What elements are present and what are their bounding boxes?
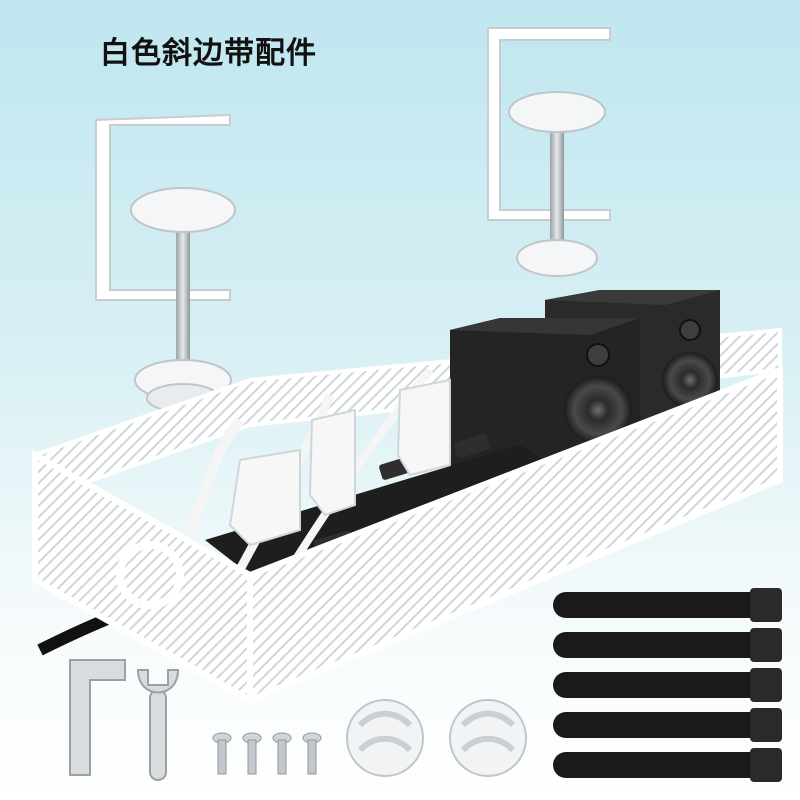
cable-clip-icon xyxy=(449,699,527,777)
clamp-knob-right xyxy=(508,91,606,133)
velcro-strap-icon xyxy=(553,628,782,662)
wrench-icon xyxy=(136,669,180,781)
cable-clip-icon xyxy=(346,699,424,777)
clamp-screw-right xyxy=(550,130,564,250)
tray-front-wall xyxy=(247,365,783,705)
tray-side-wall xyxy=(32,449,253,706)
clamp-knob-left xyxy=(130,187,236,233)
screw-icon xyxy=(212,732,232,775)
clamp-left xyxy=(95,113,236,413)
velcro-strap-icon xyxy=(553,748,782,782)
cable-hole xyxy=(116,541,184,609)
screw-icon xyxy=(242,732,262,775)
velcro-strap-icon xyxy=(553,588,782,622)
screws xyxy=(212,732,322,775)
screw-icon xyxy=(302,732,322,775)
screw-icon xyxy=(272,732,292,775)
velcro-strap-icon xyxy=(553,708,782,742)
velcro-straps xyxy=(553,588,782,782)
clamp-screw-left xyxy=(176,230,190,370)
product-title: 白色斜边带配件 xyxy=(100,36,317,71)
clamp-right xyxy=(487,27,611,277)
hex-key-icon xyxy=(69,659,126,776)
velcro-strap-icon xyxy=(553,668,782,702)
